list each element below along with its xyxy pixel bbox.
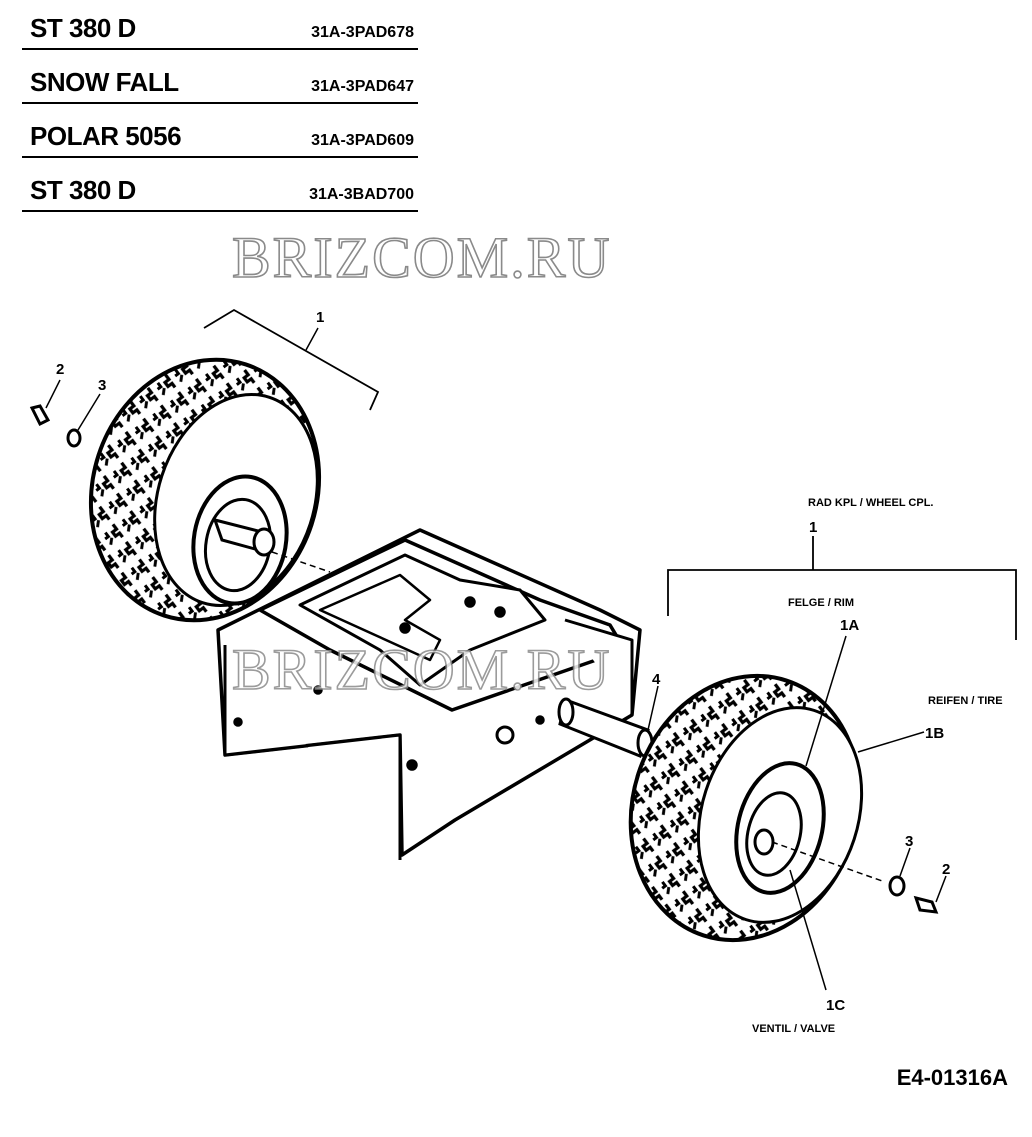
right-wheel-bracket — [667, 536, 1017, 640]
diagram-reference: E4-01316A — [896, 1065, 1008, 1090]
left-bolt — [29, 379, 61, 427]
right-wheel — [628, 673, 886, 943]
callout-right-washer: 3 — [905, 833, 913, 850]
tire-label: REIFEN / TIRE — [928, 695, 1003, 707]
model-name: SNOW FALL — [30, 67, 179, 97]
model-row: ST 380 D 31A-3BAD700 — [22, 170, 418, 212]
model-name: POLAR 5056 — [30, 121, 182, 151]
model-table: ST 380 D 31A-3PAD678 SNOW FALL 31A-3PAD6… — [22, 8, 418, 224]
watermark: BRIZCOM.RU — [231, 224, 612, 291]
callout-axle: 4 — [652, 671, 661, 688]
model-code: 31A-3PAD609 — [311, 132, 414, 149]
right-bolt — [913, 875, 947, 914]
valve-label: VENTIL / VALVE — [752, 1023, 835, 1035]
model-code: 31A-3PAD678 — [311, 24, 414, 41]
callout-left-bolt: 2 — [56, 361, 64, 378]
left-wheel — [88, 357, 331, 623]
watermark: BRIZCOM.RU — [231, 636, 612, 703]
callout-right-bolt: 2 — [942, 861, 950, 878]
callout-tire: 1B — [925, 725, 944, 742]
model-row: POLAR 5056 31A-3PAD609 — [22, 116, 418, 158]
model-name: ST 380 D — [30, 175, 136, 205]
frame — [216, 528, 642, 860]
model-code: 31A-3PAD647 — [311, 78, 414, 95]
wheel-cpl-label: RAD KPL / WHEEL CPL. — [808, 497, 934, 509]
rim-label: FELGE / RIM — [788, 597, 854, 609]
callout-left-wheel: 1 — [316, 309, 324, 326]
model-code: 31A-3BAD700 — [309, 186, 414, 203]
left-washer — [66, 393, 101, 448]
model-row: SNOW FALL 31A-3PAD647 — [22, 62, 418, 104]
callout-right-wheel: 1 — [809, 519, 817, 536]
callout-rim: 1A — [840, 617, 859, 634]
callout-left-washer: 3 — [98, 377, 106, 394]
left-wheel-bracket — [203, 308, 380, 411]
model-row: ST 380 D 31A-3PAD678 — [22, 8, 418, 50]
callout-valve: 1C — [826, 997, 845, 1014]
model-name: ST 380 D — [30, 13, 136, 43]
right-washer — [888, 847, 911, 897]
